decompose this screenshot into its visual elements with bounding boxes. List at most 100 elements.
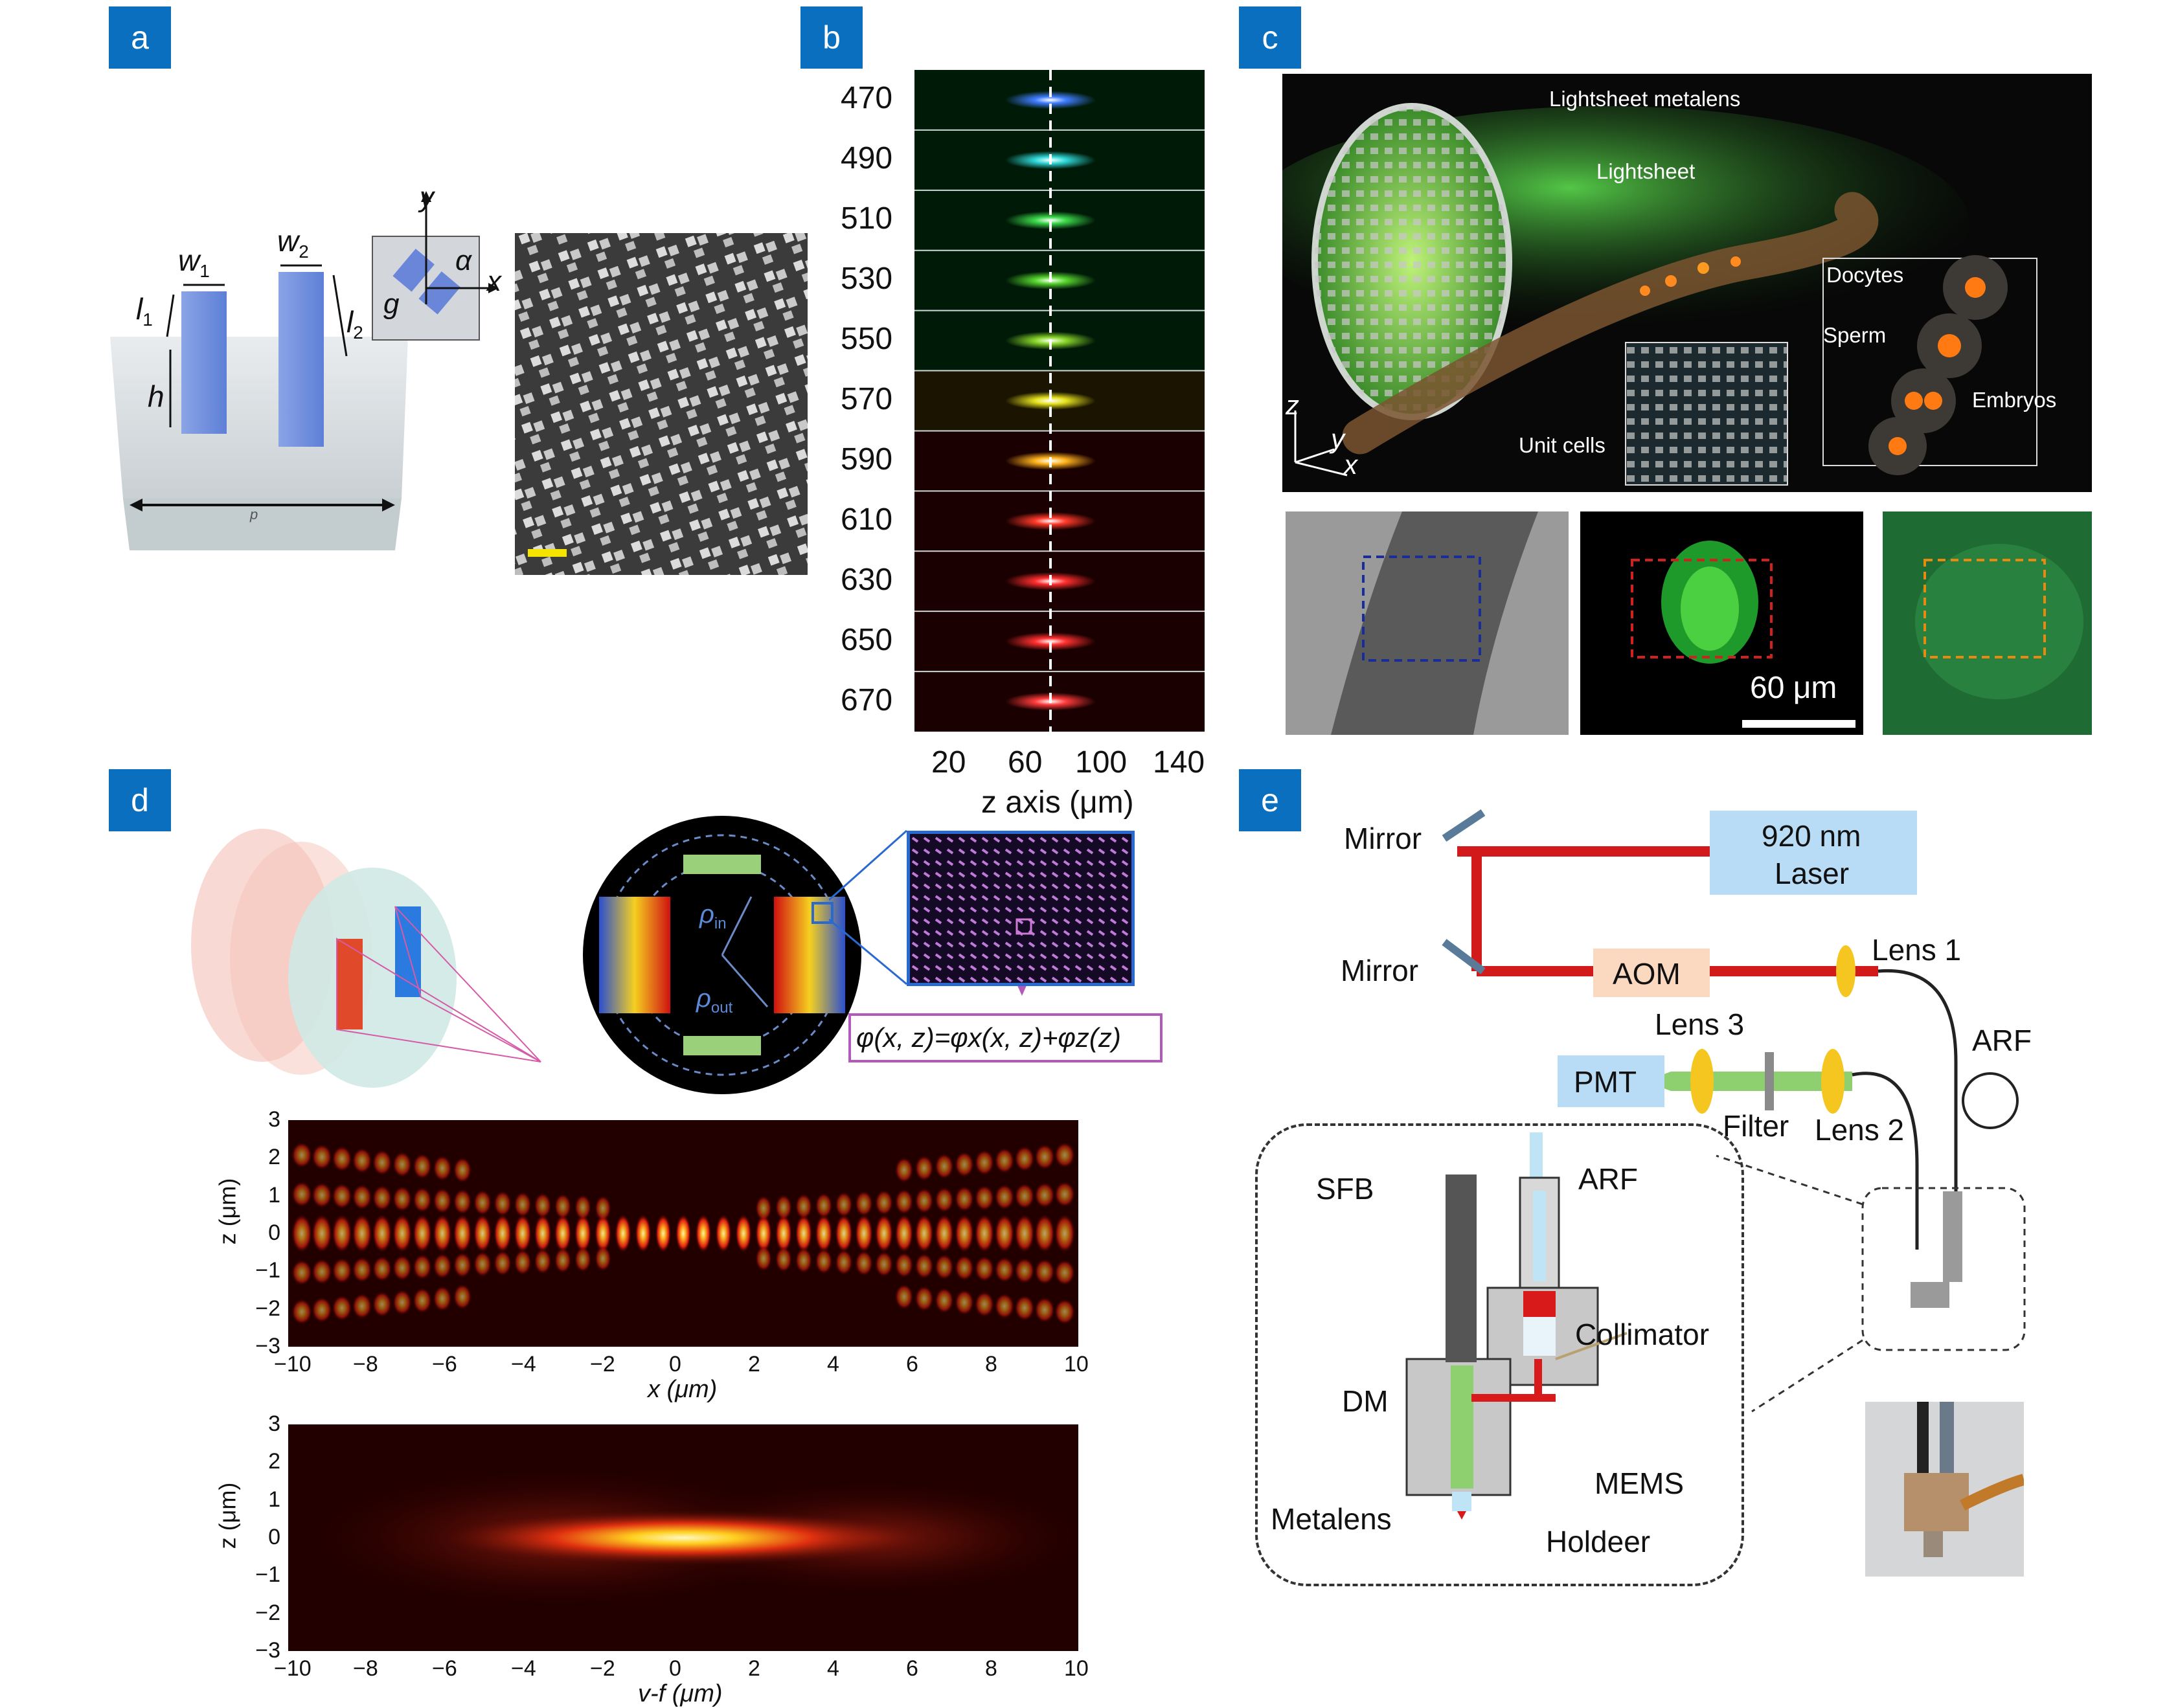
interference-lobe — [955, 1255, 974, 1281]
plot1-xtick: −4 — [511, 1352, 536, 1377]
interference-lobe — [392, 1151, 412, 1178]
z-tick-140: 140 — [1153, 745, 1205, 780]
interference-lobe — [1034, 1297, 1055, 1323]
interference-lobe — [974, 1149, 995, 1176]
interference-lobe — [775, 1194, 793, 1220]
interference-lobe — [312, 1259, 332, 1285]
interference-lobe — [534, 1248, 552, 1275]
plot2-xtick: −8 — [353, 1656, 378, 1681]
wavelength-label-490: 490 — [841, 141, 893, 176]
interference-lobe — [874, 1251, 894, 1277]
interference-lobe — [312, 1182, 332, 1208]
interference-lobe — [332, 1257, 352, 1284]
interference-lobe — [1034, 1259, 1055, 1285]
probe-photo-render — [1865, 1402, 2024, 1577]
wavelength-label-570: 570 — [841, 382, 893, 416]
interference-lobe — [473, 1189, 492, 1216]
interference-lobe — [534, 1192, 552, 1219]
label-lightsheet-metalens: Lightsheet metalens — [1549, 87, 1741, 111]
interference-lobe — [372, 1255, 392, 1282]
interference-lobe — [413, 1153, 432, 1180]
probe-photo — [1865, 1402, 2024, 1577]
plot1-ytick: 3 — [268, 1107, 280, 1132]
plot1-xtick: −10 — [274, 1352, 312, 1377]
interference-lobe — [1014, 1257, 1035, 1284]
rho-in-label: ρin — [699, 900, 727, 932]
phase-profile-disk — [583, 816, 861, 1094]
psf-focal-heatmap — [288, 1424, 1078, 1651]
plot2-xtick: −6 — [432, 1656, 457, 1681]
interference-lobe — [1034, 1214, 1055, 1253]
focal-spot-650 — [1005, 632, 1096, 651]
interference-lobe — [1034, 1182, 1055, 1208]
interference-lobe — [392, 1214, 412, 1253]
w2-label: w2 — [277, 224, 309, 262]
laser-line2: Laser — [1775, 857, 1850, 890]
arf2-label: ARF — [1578, 1162, 1638, 1196]
interference-lobe — [332, 1214, 352, 1253]
plot1-xtick: 10 — [1064, 1352, 1089, 1377]
wavelength-label-650: 650 — [841, 622, 893, 657]
interference-lobe — [494, 1190, 512, 1217]
plot2-xtick: 6 — [906, 1656, 918, 1681]
interference-lobe — [835, 1249, 853, 1275]
plot1-xtick: 8 — [985, 1352, 997, 1377]
interference-lobe — [1034, 1143, 1055, 1170]
dm-label: DM — [1342, 1384, 1389, 1418]
interference-lobe — [615, 1214, 631, 1253]
interference-lobe — [994, 1184, 1015, 1210]
panel-label-d: d — [109, 769, 171, 831]
interference-lobe — [855, 1214, 873, 1253]
interference-lobe — [413, 1214, 432, 1253]
interference-lobe — [291, 1259, 312, 1286]
interference-lobe — [574, 1246, 592, 1273]
sfb-label: SFB — [1316, 1172, 1374, 1206]
brightfield-image — [1286, 511, 1569, 735]
interference-lobe — [755, 1245, 772, 1272]
lightsheet-render: Lightsheet metalens Lightsheet Docytes S… — [1282, 74, 2092, 492]
interference-lobe — [554, 1214, 572, 1253]
interference-lobe — [1014, 1183, 1035, 1209]
interference-lobe — [332, 1183, 352, 1209]
interference-lobe — [352, 1147, 372, 1174]
axis-z: z — [1286, 390, 1299, 420]
probe-detail-box: SFB ARF Collimator DM MEMS Metalens Hold… — [1255, 1123, 1744, 1586]
arf-label: ARF — [1972, 1024, 2032, 1057]
interference-lobe — [453, 1189, 472, 1215]
label-lightsheet: Lightsheet — [1596, 159, 1696, 183]
aom-box: AOM — [1593, 949, 1710, 997]
plot2-ytick: −1 — [255, 1562, 280, 1588]
focal-spot-470 — [1005, 91, 1096, 109]
wavelength-label-470: 470 — [841, 81, 893, 116]
interference-lobe — [935, 1287, 954, 1314]
interference-lobe — [372, 1149, 392, 1176]
w1-label: w1 — [178, 243, 210, 282]
focal-spot-510 — [1005, 211, 1096, 230]
unit-cell-inset — [372, 191, 499, 341]
laser-box: 920 nm Laser — [1710, 811, 1917, 895]
interference-lobe — [1014, 1214, 1035, 1253]
interference-lobe — [453, 1283, 472, 1310]
interference-lobe — [554, 1193, 572, 1220]
interference-lobe — [635, 1214, 652, 1253]
label-docytes: Docytes — [1826, 263, 1904, 287]
plot2-xtick: 0 — [669, 1656, 681, 1681]
interference-lobe — [974, 1291, 995, 1318]
interference-lobe — [291, 1299, 312, 1325]
interference-lobe — [735, 1214, 752, 1253]
interference-lobe — [413, 1287, 432, 1314]
lightsheet-image — [1883, 511, 2092, 735]
h-label: h — [148, 379, 165, 413]
panel-label-c: c — [1239, 6, 1301, 69]
interference-lobe — [695, 1214, 712, 1253]
interference-lobe — [815, 1214, 833, 1253]
focal-spots — [914, 70, 1205, 732]
interference-lobe — [974, 1185, 995, 1211]
lens2-label: Lens 2 — [1815, 1113, 1905, 1147]
psf-xz-plot — [288, 1120, 1078, 1347]
holder-label: Holdeer — [1546, 1525, 1651, 1558]
metalens-cone-illustration — [191, 829, 541, 1088]
interference-lobe — [453, 1214, 472, 1253]
meta-atom-array — [910, 834, 1131, 983]
plot1-xtick: 4 — [827, 1352, 839, 1377]
